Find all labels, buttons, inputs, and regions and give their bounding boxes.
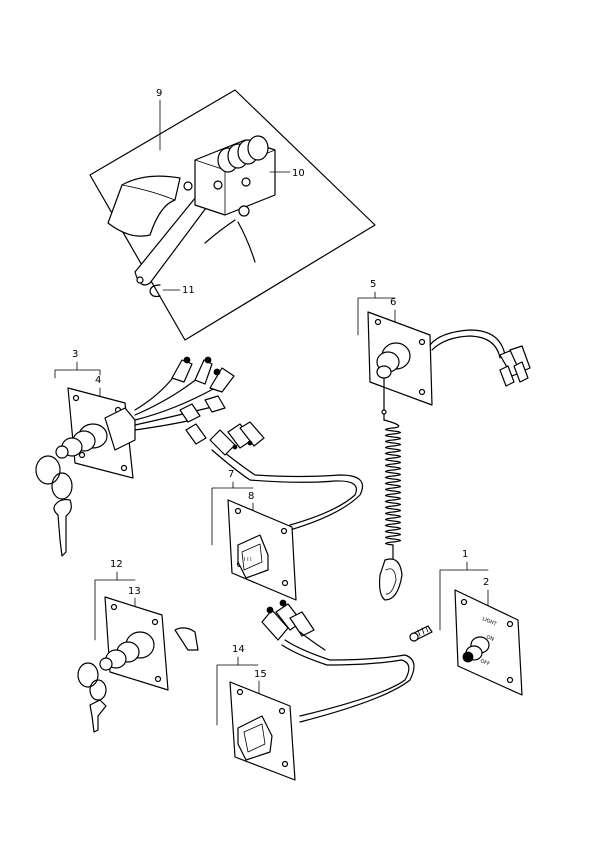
- light-switch-assembly: 1 2 LIGHT ON OFF: [409, 549, 523, 696]
- callout-7: 7: [228, 469, 234, 480]
- callout-10: 10: [292, 168, 305, 179]
- callout-3: 3: [72, 349, 78, 360]
- callout-2: 2: [483, 577, 489, 588]
- second-key-switch-assembly: 12 13: [77, 559, 199, 733]
- rocker-mark: I I I: [244, 557, 252, 563]
- callout-9: 9: [156, 88, 162, 99]
- coil-rings: [217, 135, 269, 173]
- callout-15: 15: [254, 669, 267, 680]
- main-switch-assembly: 3 4: [35, 349, 364, 557]
- coil-cord-path: [383, 419, 402, 546]
- callout-4: 4: [95, 375, 101, 386]
- on-label: ON: [485, 634, 495, 643]
- third-switch-assembly: 14 15: [216, 599, 415, 781]
- callout-1: 1: [462, 549, 468, 560]
- callout-5: 5: [370, 279, 376, 290]
- callout-13: 13: [128, 586, 141, 597]
- callout-11: 11: [182, 285, 195, 296]
- callout-14: 14: [232, 644, 245, 655]
- light-label: LIGHT: [481, 616, 498, 628]
- remote-control-assembly: 9 10 11: [89, 88, 376, 341]
- stop-switch-assembly: 7 8 I I I: [211, 469, 297, 601]
- off-label: OFF: [479, 658, 490, 667]
- lanyard-switch-assembly: 5 6: [357, 279, 531, 601]
- callout-12: 12: [110, 559, 123, 570]
- callout-8: 8: [248, 491, 254, 502]
- coil-cord: [383, 419, 402, 546]
- callout-6: 6: [390, 297, 396, 308]
